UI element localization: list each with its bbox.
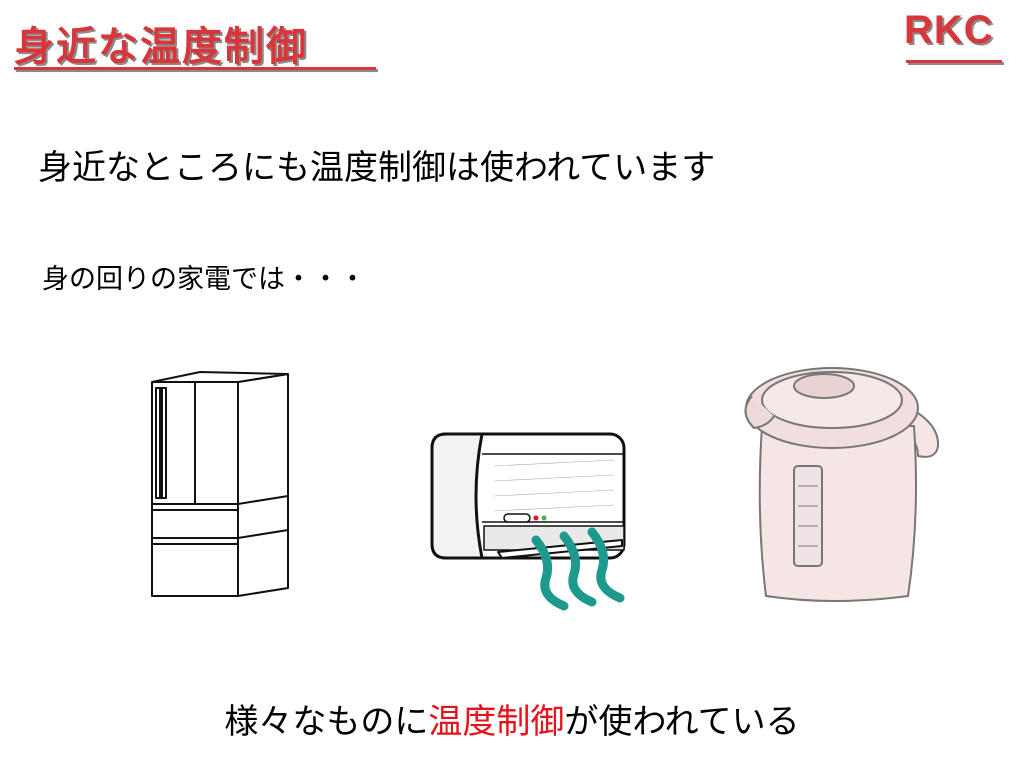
conclusion-text: 様々なものに温度制御が使われている: [0, 694, 1024, 743]
subheading: 身の回りの家電では・・・: [42, 264, 366, 295]
air-conditioner-icon: [430, 432, 626, 611]
title-underline: [14, 67, 376, 70]
rkc-logo: RKC: [904, 8, 994, 52]
conclusion-after: が使われている: [564, 702, 800, 742]
page-title: 身近な温度制御: [14, 24, 308, 70]
main-heading: 身近なところにも温度制御は使われています: [38, 148, 716, 188]
conclusion-before: 様々なものに: [224, 702, 429, 742]
logo-underline: [906, 60, 1002, 63]
conclusion-highlight: 温度制御: [428, 702, 565, 742]
electric-pot-icon: [744, 367, 940, 602]
refrigerator-icon: [151, 371, 289, 597]
